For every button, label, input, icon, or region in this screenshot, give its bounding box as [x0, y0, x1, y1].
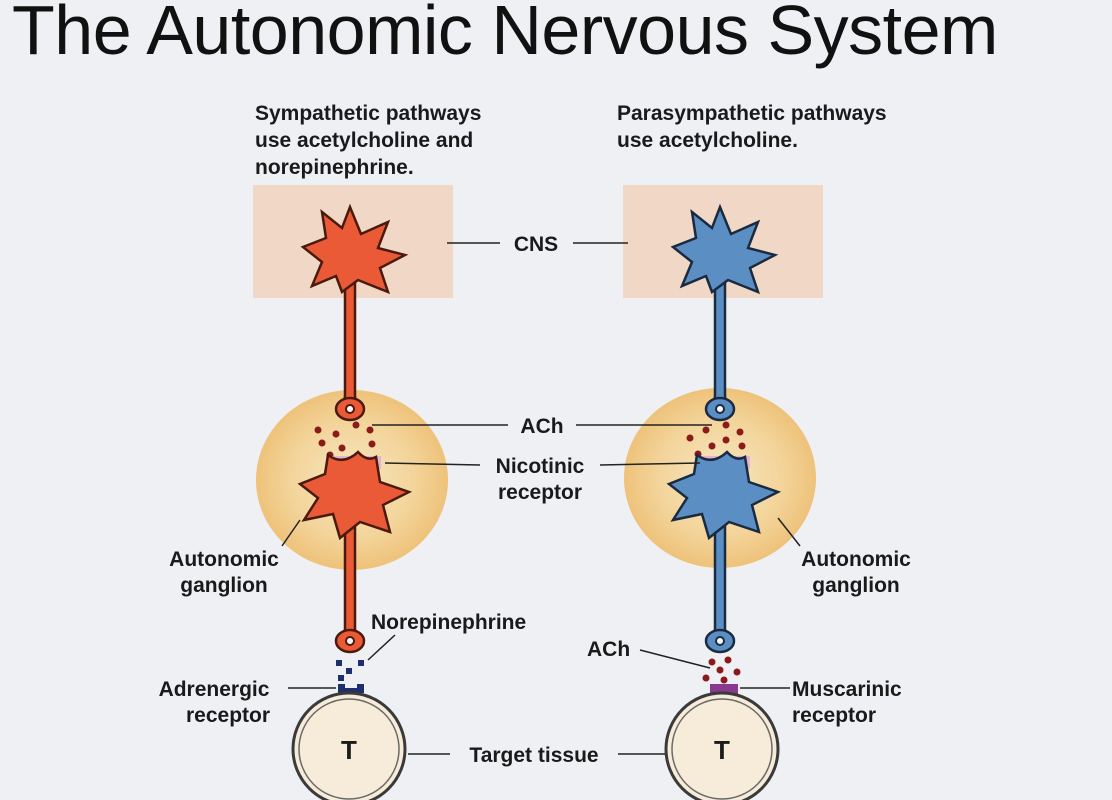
sympathetic-ganglion-label-line1: Autonomic [169, 548, 279, 571]
parasympathetic-ganglion-label-line1: Autonomic [801, 548, 911, 571]
adrenergic-receptor-label-line1: Adrenergic [159, 678, 270, 701]
sympathetic-ganglion-label-line2: ganglion [180, 574, 268, 597]
nicotinic-receptor-label-line2: receptor [498, 481, 582, 504]
page-title: The Autonomic Nervous System [12, 0, 998, 69]
parasympathetic-ach-vesicles [686, 421, 746, 458]
parasympathetic-ach-molecules [702, 656, 741, 684]
adrenergic-receptor [338, 684, 364, 693]
parasympathetic-postganglionic-neuron [666, 450, 782, 654]
muscarinic-receptor [710, 684, 738, 694]
parasympathetic-preganglionic-neuron [670, 203, 779, 422]
sympathetic-ganglion-cell-body [297, 450, 413, 541]
muscarinic-receptor-label-line2: receptor [792, 704, 876, 727]
nicotinic-receptor-label-line1: Nicotinic [496, 455, 585, 478]
norepinephrine-label: Norepinephrine [371, 611, 526, 634]
parasympathetic-caption-line: use acetylcholine. [617, 129, 798, 152]
leader-lines [281, 242, 801, 755]
parasympathetic-ganglion-cell-body [666, 450, 782, 541]
ach-label: ACh [520, 415, 563, 438]
sympathetic-target-cell [291, 691, 407, 800]
adrenergic-receptor-label-line2: receptor [186, 704, 270, 727]
norepinephrine-molecules [336, 660, 364, 681]
sympathetic-caption: Sympathetic pathways use acetylcholine a… [255, 100, 481, 181]
parasympathetic-cns-cell-body [670, 203, 779, 295]
muscarinic-receptor-label-line1: Muscarinic [792, 678, 902, 701]
parasympathetic-ganglion-label-line2: ganglion [812, 574, 900, 597]
parasympathetic-target-letter: T [714, 735, 730, 765]
sympathetic-postganglionic-neuron [297, 450, 413, 654]
sympathetic-caption-line: use acetylcholine and [255, 129, 474, 152]
sympathetic-caption-line: Sympathetic pathways [255, 102, 482, 125]
cns-label: CNS [514, 233, 558, 256]
sympathetic-preganglionic-neuron [300, 203, 409, 422]
parasympathetic-target-cell [664, 691, 780, 800]
parasympathetic-caption: Parasympathetic pathways use acetylcholi… [617, 100, 887, 154]
target-tissue-label: Target tissue [469, 744, 598, 767]
sympathetic-target-letter: T [341, 735, 357, 765]
parasympathetic-ach-label: ACh [587, 638, 630, 661]
sympathetic-caption-line: norepinephrine. [255, 156, 414, 179]
sympathetic-cns-cell-body [300, 203, 409, 295]
parasympathetic-caption-line: Parasympathetic pathways [617, 102, 887, 125]
sympathetic-ach-vesicles [314, 421, 376, 459]
